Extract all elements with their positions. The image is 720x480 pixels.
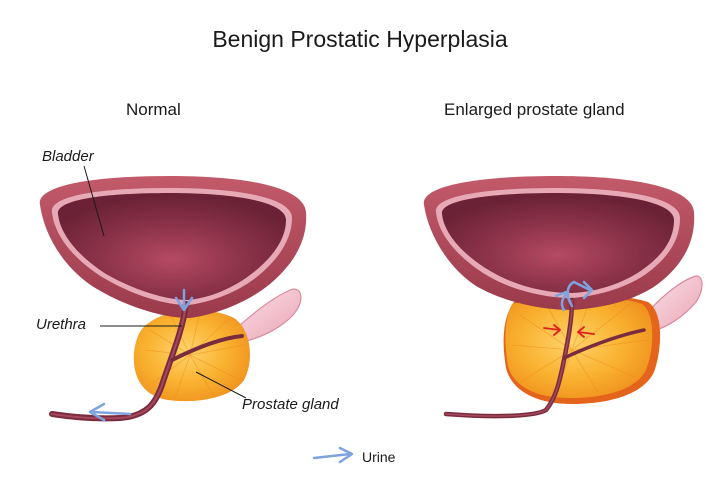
bladder-label: Bladder xyxy=(42,148,94,165)
compression-arrow-right xyxy=(577,326,595,338)
blocked-urine-arrow-left xyxy=(554,290,572,312)
normal-ejaculatory-duct xyxy=(170,334,244,362)
enlarged-ejaculatory-duct xyxy=(562,328,646,360)
urine-legend-label: Urine xyxy=(362,449,396,465)
urethra-label: Urethra xyxy=(36,316,87,333)
panel-title-enlarged: Enlarged prostate gland xyxy=(444,100,625,119)
normal-urine-arrow-exit xyxy=(88,402,132,422)
compression-arrow-left xyxy=(543,324,561,336)
bladder-leader-line xyxy=(83,165,105,237)
prostate-gland-label: Prostate gland xyxy=(242,396,339,413)
enlarged-bladder-cavity xyxy=(441,193,674,293)
normal-bladder-cavity xyxy=(57,193,287,300)
panel-title-normal: Normal xyxy=(126,100,181,119)
prostate-texture xyxy=(144,311,246,399)
diagram-title: Benign Prostatic Hyperplasia xyxy=(212,26,508,52)
prostate-leader-line xyxy=(195,371,247,399)
normal-urine-arrow-top xyxy=(174,288,194,312)
normal-illustration xyxy=(39,165,307,422)
enlarged-prostate xyxy=(505,296,653,398)
enlarged-illustration xyxy=(423,176,703,419)
urine-legend-arrow xyxy=(312,446,354,464)
